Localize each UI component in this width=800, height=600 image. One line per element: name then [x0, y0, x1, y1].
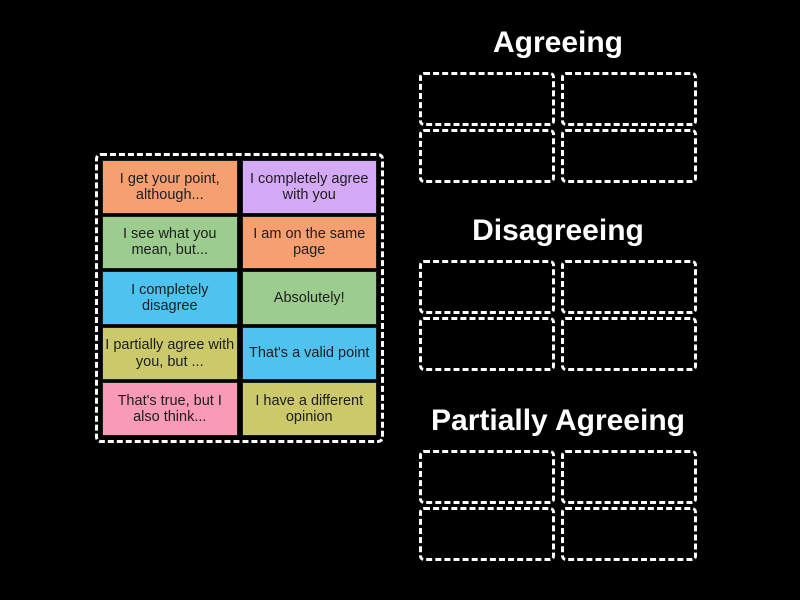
- dropzone-grid-partially-agreeing: [419, 450, 697, 561]
- answer-tile[interactable]: I get your point, although...: [102, 160, 238, 214]
- answer-tiles-tray[interactable]: I get your point, although... I completel…: [95, 153, 384, 443]
- dropzone-partially-agreeing-4[interactable]: [561, 507, 697, 561]
- answer-tile[interactable]: That's a valid point: [241, 326, 377, 381]
- dropzone-grid-disagreeing: [419, 260, 697, 371]
- dropzone-disagreeing-3[interactable]: [419, 317, 555, 371]
- dropzone-disagreeing-2[interactable]: [561, 260, 697, 314]
- answer-tile-label: I completely agree with you: [250, 170, 369, 203]
- answer-tile-label: I partially agree with you, but ...: [105, 337, 235, 370]
- dropzone-partially-agreeing-2[interactable]: [561, 450, 697, 504]
- answer-tile[interactable]: I see what you mean, but...: [102, 215, 238, 270]
- dropzone-agreeing-2[interactable]: [561, 72, 697, 126]
- answer-tile[interactable]: I am on the same page: [241, 215, 377, 270]
- answer-tile-label: I see what you mean, but...: [123, 226, 217, 259]
- answer-tile-label: I am on the same page: [253, 226, 366, 259]
- dropzone-disagreeing-1[interactable]: [419, 260, 555, 314]
- answer-tile[interactable]: I partially agree with you, but ...: [102, 326, 238, 381]
- answer-tile-label: I have a different opinion: [255, 392, 364, 426]
- answer-tile-label: I completely disagree: [131, 281, 209, 314]
- answer-tile-label: That's true, but I also think...: [117, 392, 222, 426]
- dropzone-agreeing-1[interactable]: [419, 72, 555, 126]
- dropzone-partially-agreeing-1[interactable]: [419, 450, 555, 504]
- dropzone-disagreeing-4[interactable]: [561, 317, 697, 371]
- answer-tile[interactable]: I completely agree with you: [241, 160, 377, 214]
- dropzone-grid-agreeing: [419, 72, 697, 183]
- category-title: Partially Agreeing: [431, 404, 685, 437]
- answer-tile-label: Absolutely!: [273, 289, 345, 306]
- answer-tile[interactable]: That's true, but I also think...: [102, 382, 238, 436]
- category-agreeing: Agreeing: [408, 28, 708, 183]
- answer-tile[interactable]: I have a different opinion: [241, 382, 377, 436]
- dropzone-partially-agreeing-3[interactable]: [419, 507, 555, 561]
- answer-tile-label: That's a valid point: [249, 345, 370, 362]
- answer-tiles-grid: I get your point, although... I completel…: [102, 160, 377, 436]
- answer-tile[interactable]: I completely disagree: [102, 271, 238, 325]
- answer-tile[interactable]: Absolutely!: [241, 271, 377, 325]
- dropzone-agreeing-4[interactable]: [561, 129, 697, 183]
- category-title: Disagreeing: [472, 214, 644, 247]
- category-partially-agreeing: Partially Agreeing: [408, 406, 708, 561]
- category-disagreeing: Disagreeing: [408, 216, 708, 371]
- answer-tile-label: I get your point, although...: [119, 170, 220, 203]
- category-title: Agreeing: [492, 26, 624, 59]
- dropzone-agreeing-3[interactable]: [419, 129, 555, 183]
